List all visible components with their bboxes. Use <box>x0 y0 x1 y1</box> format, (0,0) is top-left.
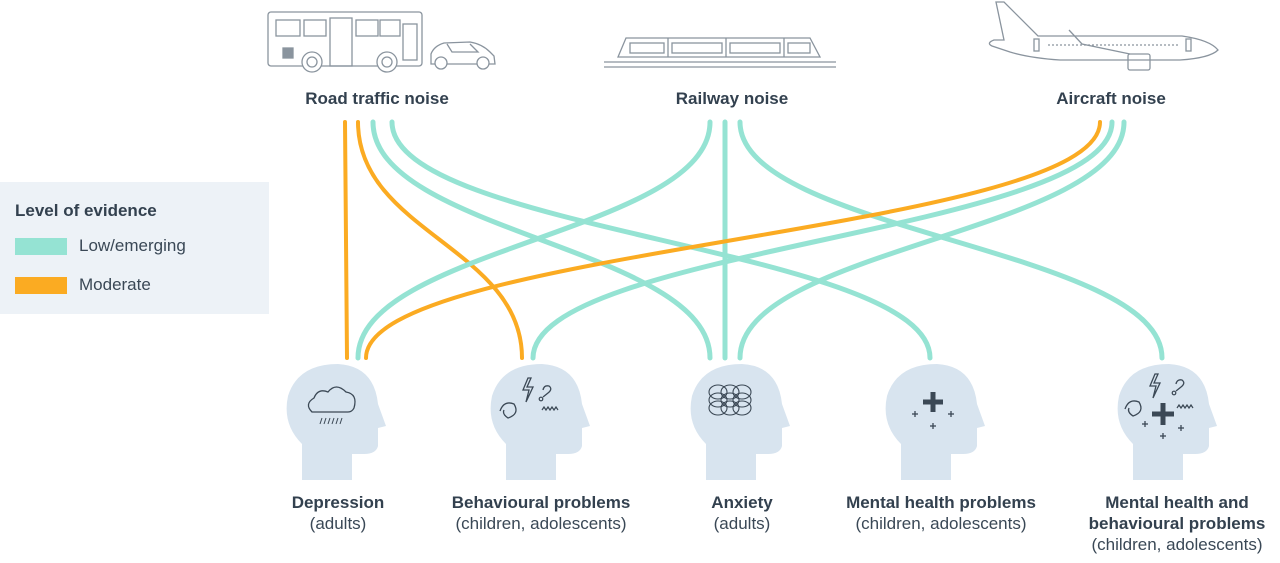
source-label-road: Road traffic noise <box>305 89 449 108</box>
outcome-anxiety: Anxiety (adults) <box>711 492 772 534</box>
head-mental <box>885 364 985 480</box>
outcome-subtitle: (adults) <box>309 514 367 533</box>
link-rail-to-depression <box>355 119 713 361</box>
legend-label-low: Low/emerging <box>79 236 186 255</box>
legend-title: Level of evidence <box>15 201 157 220</box>
lightning-scribble-icon <box>499 377 559 419</box>
plus-cross-icon <box>912 392 954 429</box>
outcome-subtitle: (children, adolescents) <box>1091 535 1263 554</box>
link-road-to-behavioural <box>356 120 524 360</box>
evidence-legend: Level of evidence Low/emerging Moderate <box>0 182 269 314</box>
link-road-to-depression <box>343 120 349 360</box>
airplane-icon <box>988 1 1219 71</box>
legend-swatch-low <box>15 237 67 255</box>
link-rail-to-mental_behav <box>737 119 1165 361</box>
outcome-mental: Mental health problems (children, adoles… <box>846 492 1036 534</box>
plus-and-lightning-icon <box>1124 373 1194 439</box>
source-label-rail: Railway noise <box>675 89 789 108</box>
outcome-title: Mental health problems <box>846 493 1036 512</box>
outcome-title: Anxiety <box>711 493 773 512</box>
rain-cloud-icon <box>307 386 356 425</box>
evidence-links <box>343 119 1165 361</box>
head-behavioural <box>490 364 590 480</box>
link-road-to-mental <box>389 119 933 361</box>
head-anxiety <box>690 364 790 480</box>
link-air-to-behavioural <box>530 119 1115 361</box>
source-label-air: Aircraft noise <box>1056 89 1166 108</box>
outcome-title-line1: Mental health and <box>1105 493 1249 512</box>
head-depression <box>286 364 386 480</box>
legend-item-low: Low/emerging <box>15 236 186 256</box>
outcome-title-line2: behavioural problems <box>1088 514 1266 533</box>
legend-item-moderate: Moderate <box>15 275 151 295</box>
head-mental_behav <box>1117 364 1217 480</box>
legend-swatch-moderate <box>15 276 67 294</box>
outcome-behavioural: Behavioural problems (children, adolesce… <box>452 492 631 534</box>
outcome-heads <box>286 364 1217 480</box>
legend-label-moderate: Moderate <box>79 275 151 294</box>
link-air-to-depression <box>364 120 1102 360</box>
bus-and-car-icon <box>267 11 496 73</box>
outcome-title: Behavioural problems <box>451 493 631 512</box>
outcome-subtitle: (children, adolescents) <box>855 514 1027 533</box>
tram-train-icon <box>604 37 836 68</box>
outcome-depression: Depression (adults) <box>292 492 385 534</box>
tangled-scribble-icon <box>708 384 752 416</box>
link-air-to-anxiety <box>737 119 1127 361</box>
link-road-to-anxiety <box>370 119 713 361</box>
outcome-title: Depression <box>291 493 385 512</box>
outcome-subtitle: (adults) <box>713 514 771 533</box>
outcome-mental-behav: Mental health and behavioural problems (… <box>1089 492 1266 555</box>
outcome-subtitle: (children, adolescents) <box>455 514 627 533</box>
